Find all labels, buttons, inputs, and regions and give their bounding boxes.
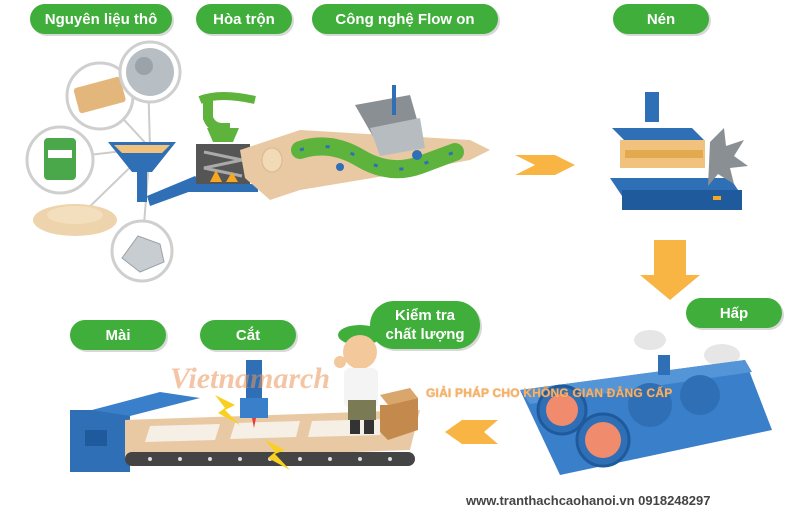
watermark-logo: Vietnamarch [170, 362, 331, 395]
worker-figure [334, 325, 382, 434]
step-quality-line1: Kiểm tra [394, 307, 456, 324]
footer-contact: www.tranthachcaohanoi.vn 0918248297 [466, 493, 711, 508]
arrow-to-steam [640, 240, 700, 300]
step-grind-label: Mài [70, 320, 166, 350]
step-press-label: Nén [613, 4, 709, 34]
step-mixing-label: Hòa trộn [196, 4, 292, 34]
tagline-text: GIẢI PHÁP CHO KHÔNG GIAN ĐẲNG CẤP [426, 386, 673, 400]
step-cut-label: Cắt [200, 320, 296, 350]
step-raw-materials-label: Nguyên liệu thô [30, 4, 172, 34]
arrow-to-press [515, 155, 575, 175]
flow-on-conveyor [240, 85, 490, 200]
step-flow-on-label: Công nghệ Flow on [312, 4, 498, 34]
cutting-conveyor [70, 360, 420, 472]
steam-machine [520, 330, 772, 475]
press-machine [610, 92, 748, 210]
cutter [246, 360, 262, 400]
step-quality-line2: chất lượng [385, 326, 465, 343]
arrow-to-cut [445, 420, 498, 444]
raw-materials-group [25, 40, 205, 283]
step-steam-label: Hấp [686, 298, 782, 328]
step-quality-label: Kiểm tra chất lượng [370, 301, 480, 349]
product-box [380, 388, 418, 405]
